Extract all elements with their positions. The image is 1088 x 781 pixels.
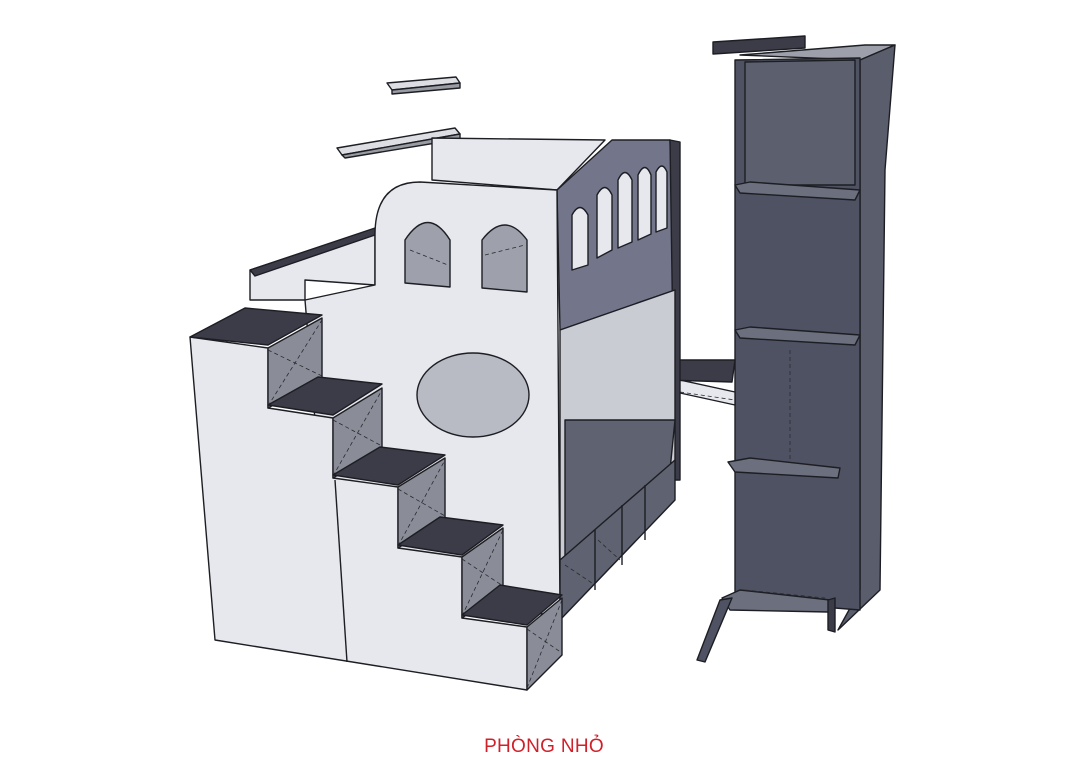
staircase-cabinet — [189, 307, 563, 691]
step-4 — [397, 516, 504, 556]
floating-shelf-lower — [336, 127, 461, 159]
bookshelf-tower — [696, 35, 896, 663]
step-5 — [461, 584, 563, 626]
caption-label: PHÒNG NHỎ — [484, 736, 604, 757]
step-3 — [332, 446, 446, 486]
floating-shelf-top — [386, 76, 461, 95]
step-1 — [189, 307, 323, 346]
step-2 — [267, 376, 383, 416]
bed-frame — [249, 137, 681, 621]
